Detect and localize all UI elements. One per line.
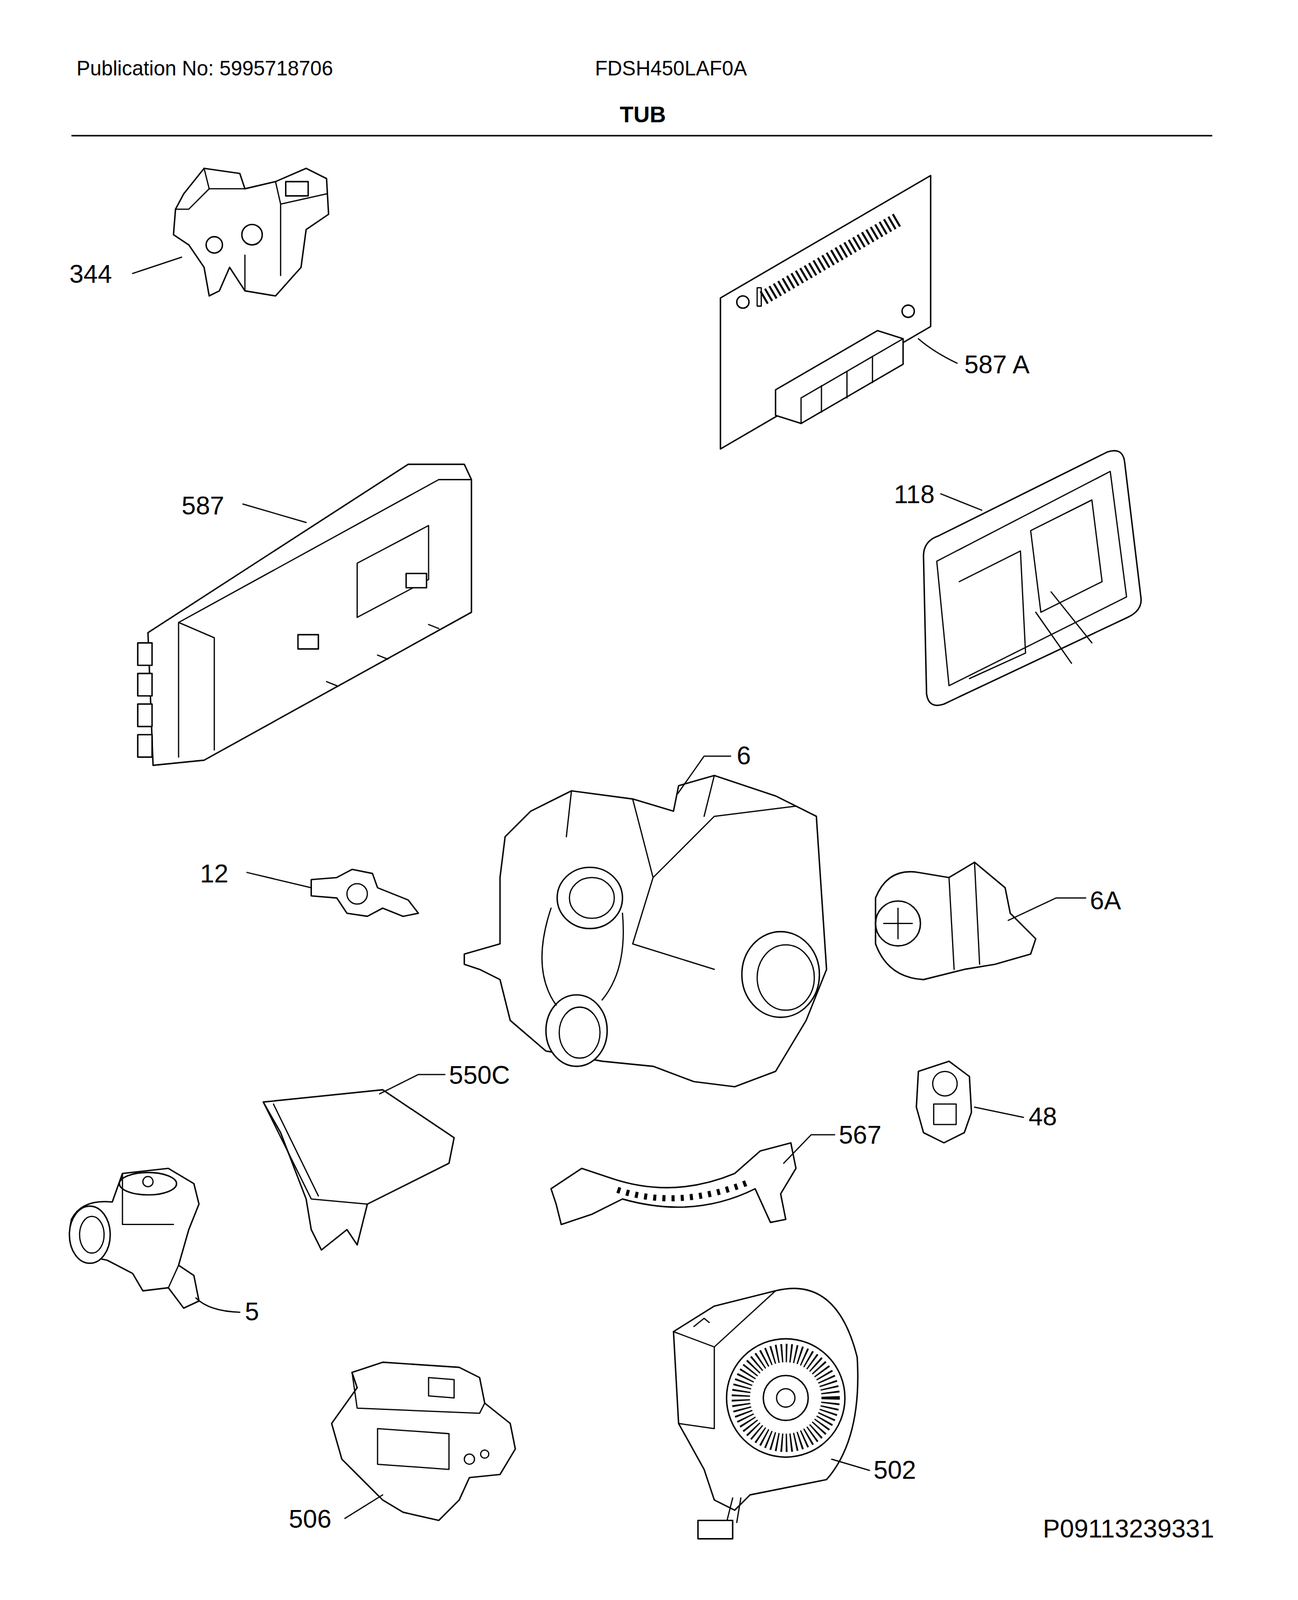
inlet-valve — [69, 1168, 200, 1309]
detergent-dispenser — [923, 450, 1142, 706]
page-title: TUB — [619, 103, 666, 127]
circuit-board — [720, 175, 931, 450]
header-text: FDSH450LAF0A — [594, 58, 747, 80]
flap-cover — [263, 1090, 455, 1251]
hose-bracket — [551, 1142, 797, 1225]
blower-fan — [673, 1288, 858, 1540]
callout-number: 587 A — [964, 351, 1030, 378]
callout-number: 6 — [736, 743, 751, 769]
callout-number: 506 — [288, 1506, 332, 1532]
drain-pump — [875, 862, 1036, 981]
small-sensor — [311, 869, 419, 917]
control-module — [137, 464, 472, 766]
callout-number: 6A — [1090, 887, 1122, 914]
rule-line — [71, 135, 1213, 137]
leader-lines — [132, 257, 1086, 1519]
callout-number: 118 — [893, 481, 935, 508]
callout-number: 48 — [1028, 1104, 1058, 1130]
header-text: Publication No: 5995718706 — [76, 58, 333, 80]
callout-number: 550C — [448, 1062, 510, 1088]
sump-assembly — [464, 775, 827, 1088]
door-switch — [173, 168, 329, 297]
callout-number: 587 — [181, 493, 225, 519]
callout-number: 344 — [69, 261, 113, 287]
callout-number: 567 — [838, 1122, 882, 1149]
float-switch — [331, 1362, 516, 1522]
temperature-sensor — [916, 1061, 972, 1144]
callout-number: 12 — [199, 861, 229, 887]
drawing-code: P09113239331 — [1043, 1516, 1215, 1543]
callout-number: 502 — [873, 1457, 916, 1483]
callout-number: 5 — [245, 1299, 260, 1325]
